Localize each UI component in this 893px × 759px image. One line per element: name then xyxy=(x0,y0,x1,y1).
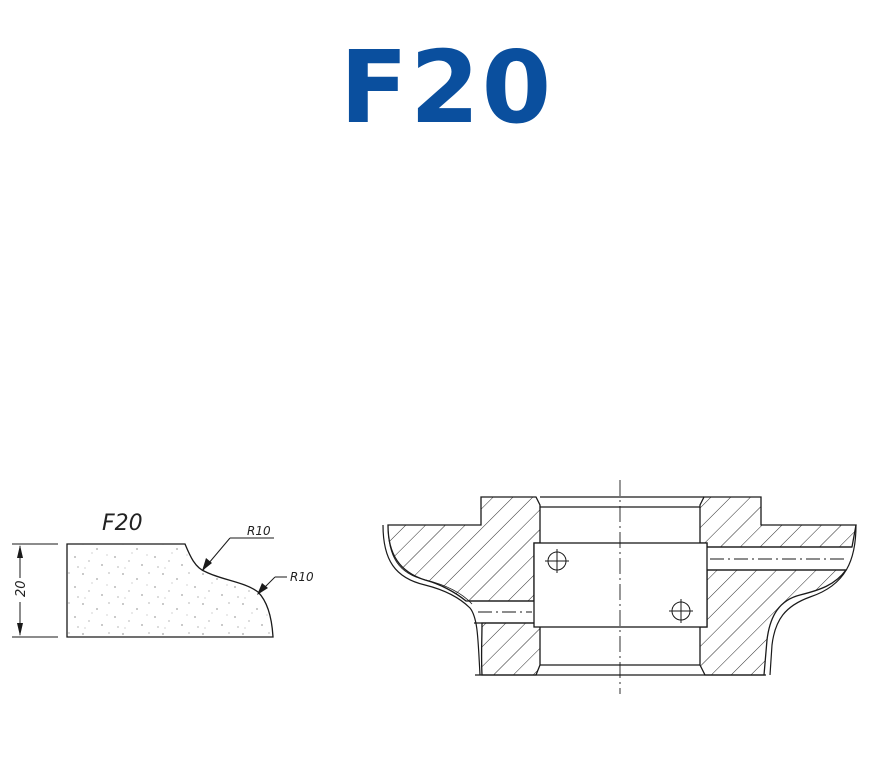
right-upper-body xyxy=(699,496,857,548)
page-title: F20 xyxy=(339,29,554,146)
insert-block xyxy=(533,542,708,628)
height-dimension: 20 xyxy=(14,580,29,597)
profile-label: F20 xyxy=(102,511,143,536)
profile-view: F20 20 R10 R10 xyxy=(12,511,314,638)
profile-shape xyxy=(66,543,274,638)
radius-label-upper: R10 xyxy=(247,524,271,538)
hole-left xyxy=(545,549,569,573)
section-view xyxy=(382,480,857,694)
left-lower-body xyxy=(480,622,541,676)
hole-right xyxy=(669,599,693,623)
right-lower-body xyxy=(699,569,848,676)
radius-label-lower: R10 xyxy=(290,570,314,584)
left-upper-body xyxy=(387,496,541,602)
